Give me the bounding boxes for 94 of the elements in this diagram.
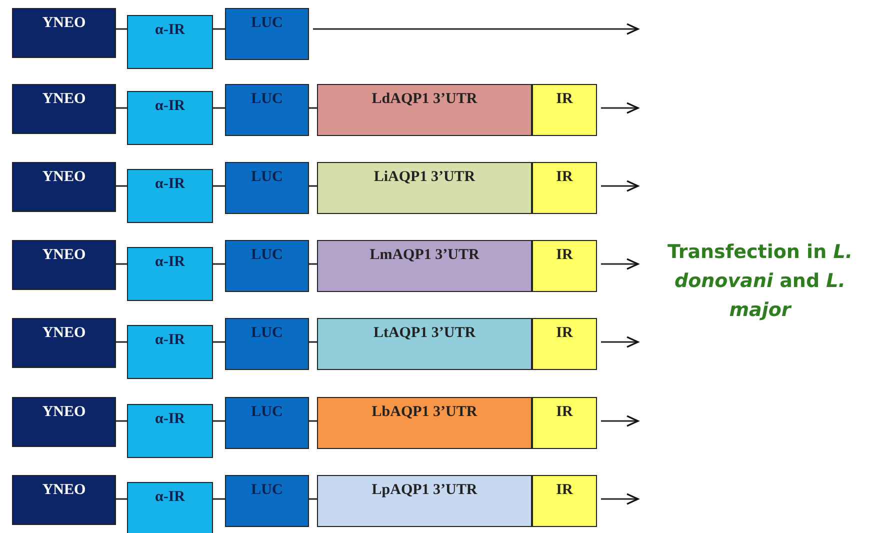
segment-label: IR — [556, 247, 573, 264]
connector-line — [213, 28, 225, 30]
ir-segment-box — [532, 318, 597, 370]
connector-line — [116, 28, 127, 30]
connector-line — [309, 498, 317, 500]
segment-label: LUC — [251, 91, 283, 108]
connector-line — [309, 420, 317, 422]
utr-segment-box — [317, 318, 532, 370]
connector-line — [116, 498, 127, 500]
segment-label: α-IR — [154, 254, 186, 271]
gene-segment-box — [127, 247, 213, 301]
ir-segment-box — [532, 397, 597, 449]
connector-line — [213, 185, 225, 187]
gene-segment-box — [12, 84, 116, 134]
segment-label: LpAQP1 3’UTR — [372, 482, 478, 499]
arrow — [601, 415, 639, 427]
segment-label: LmAQP1 3’UTR — [370, 247, 480, 264]
gene-segment-box — [127, 15, 213, 69]
gene-segment-box — [225, 240, 309, 292]
gene-segment-box — [127, 91, 213, 145]
utr-segment-box — [317, 475, 532, 527]
connector-line — [309, 185, 317, 187]
segment-label: α-IR — [154, 22, 186, 39]
connector-line — [116, 185, 127, 187]
segment-label: LUC — [251, 482, 283, 499]
connector-line — [213, 498, 225, 500]
segment-label: LdAQP1 3’UTR — [372, 91, 478, 108]
segment-label: IR — [556, 91, 573, 108]
segment-label: LUC — [251, 169, 283, 186]
segment-label: YNEO — [42, 325, 86, 342]
utr-segment-box — [317, 397, 532, 449]
segment-label: YNEO — [42, 169, 86, 186]
segment-label: YNEO — [42, 247, 86, 264]
connector-line — [116, 263, 127, 265]
gene-segment-box — [225, 318, 309, 370]
segment-label: IR — [556, 404, 573, 421]
segment-label: IR — [556, 325, 573, 342]
segment-label: YNEO — [42, 91, 86, 108]
gene-segment-box — [12, 8, 116, 58]
ir-segment-box — [532, 240, 597, 292]
connector-line — [116, 420, 127, 422]
ir-segment-box — [532, 475, 597, 527]
ir-segment-box — [532, 162, 597, 214]
connector-line — [213, 107, 225, 109]
connector-line — [309, 107, 317, 109]
gene-segment-box — [12, 475, 116, 525]
arrow — [601, 102, 639, 114]
segment-label: α-IR — [154, 98, 186, 115]
gene-segment-box — [127, 404, 213, 458]
gene-segment-box — [127, 482, 213, 533]
gene-segment-box — [12, 397, 116, 447]
segment-label: α-IR — [154, 176, 186, 193]
gene-segment-box — [127, 325, 213, 379]
segment-label: LiAQP1 3’UTR — [374, 169, 476, 186]
connector-line — [116, 107, 127, 109]
ir-segment-box — [532, 84, 597, 136]
gene-segment-box — [12, 318, 116, 368]
arrow — [601, 180, 639, 192]
segment-label: α-IR — [154, 332, 186, 349]
segment-label: α-IR — [154, 489, 186, 506]
connector-line — [309, 341, 317, 343]
segment-label: LUC — [251, 404, 283, 421]
segment-label: IR — [556, 169, 573, 186]
gene-segment-box — [127, 169, 213, 223]
utr-segment-box — [317, 84, 532, 136]
segment-label: LUC — [251, 15, 283, 32]
segment-label: IR — [556, 482, 573, 499]
connector-line — [213, 341, 225, 343]
arrow — [601, 336, 639, 348]
utr-segment-box — [317, 162, 532, 214]
segment-label: LtAQP1 3’UTR — [373, 325, 476, 342]
connector-line — [213, 263, 225, 265]
arrow — [313, 23, 639, 35]
utr-segment-box — [317, 240, 532, 292]
segment-label: α-IR — [154, 411, 186, 428]
gene-segment-box — [12, 162, 116, 212]
connector-line — [116, 341, 127, 343]
connector-line — [213, 420, 225, 422]
segment-label: YNEO — [42, 482, 86, 499]
gene-segment-box — [225, 162, 309, 214]
segment-label: LbAQP1 3’UTR — [372, 404, 478, 421]
arrow — [601, 493, 639, 505]
segment-label: LUC — [251, 247, 283, 264]
gene-segment-box — [225, 475, 309, 527]
gene-segment-box — [225, 397, 309, 449]
arrow — [601, 258, 639, 270]
connector-line — [309, 263, 317, 265]
segment-label: YNEO — [42, 404, 86, 421]
annotation-text: Transfection in L. donovani and L. major — [666, 240, 854, 323]
gene-segment-box — [225, 84, 309, 136]
gene-segment-box — [12, 240, 116, 290]
gene-segment-box — [225, 8, 309, 60]
segment-label: LUC — [251, 325, 283, 342]
segment-label: YNEO — [42, 15, 86, 32]
